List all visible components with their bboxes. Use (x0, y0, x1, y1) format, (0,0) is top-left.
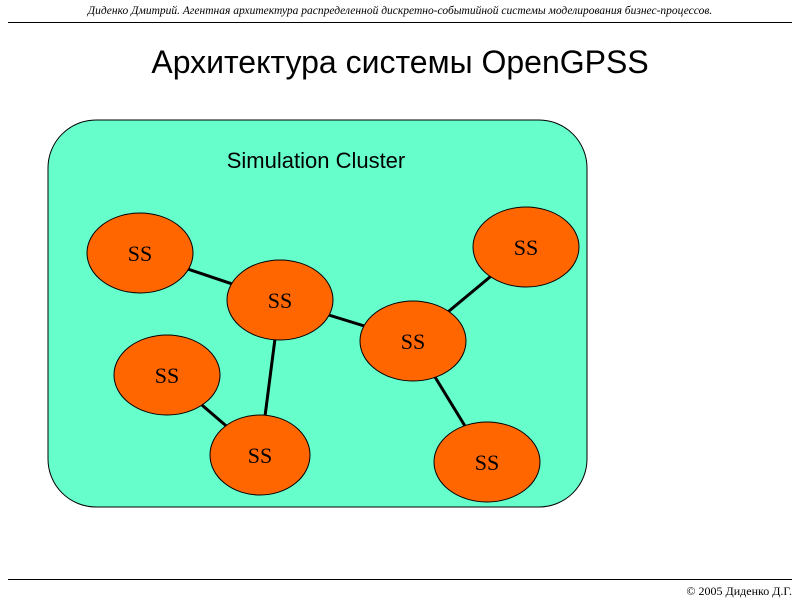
ss-node-label: SS (248, 443, 272, 468)
ss-node-shape (209, 414, 311, 496)
ss-nodes: SS SS SS SS SS SS SS (86, 206, 580, 503)
ss-node-shape (472, 206, 580, 288)
ss-node-label: SS (155, 363, 179, 388)
slide-header: Диденко Дмитрий. Агентная архитектура ра… (87, 5, 713, 17)
ss-node-label: SS (475, 450, 499, 475)
ss-node-shape (113, 334, 221, 416)
ss-node-shape (359, 300, 467, 382)
slide-footer: © 2005 Диденко Д.Г. (686, 584, 792, 598)
ss-node: SS (86, 212, 194, 294)
header-divider (8, 22, 792, 23)
ss-node-label: SS (514, 235, 538, 260)
ss-node: SS (472, 206, 580, 288)
ss-node-label: SS (268, 288, 292, 313)
ss-node-shape (433, 421, 541, 503)
ss-node-label: SS (401, 329, 425, 354)
footer-divider (8, 579, 792, 580)
ss-node: SS (226, 259, 334, 341)
ss-node-label: SS (128, 241, 152, 266)
ss-node: SS (209, 414, 311, 496)
ss-node-shape (226, 259, 334, 341)
ss-node-shape (86, 212, 194, 294)
ss-node: SS (359, 300, 467, 382)
ss-node: SS (113, 334, 221, 416)
cluster-label: Simulation Cluster (227, 148, 406, 173)
slide-title: Архитектура системы OpenGPSS (151, 44, 649, 80)
ss-node: SS (433, 421, 541, 503)
